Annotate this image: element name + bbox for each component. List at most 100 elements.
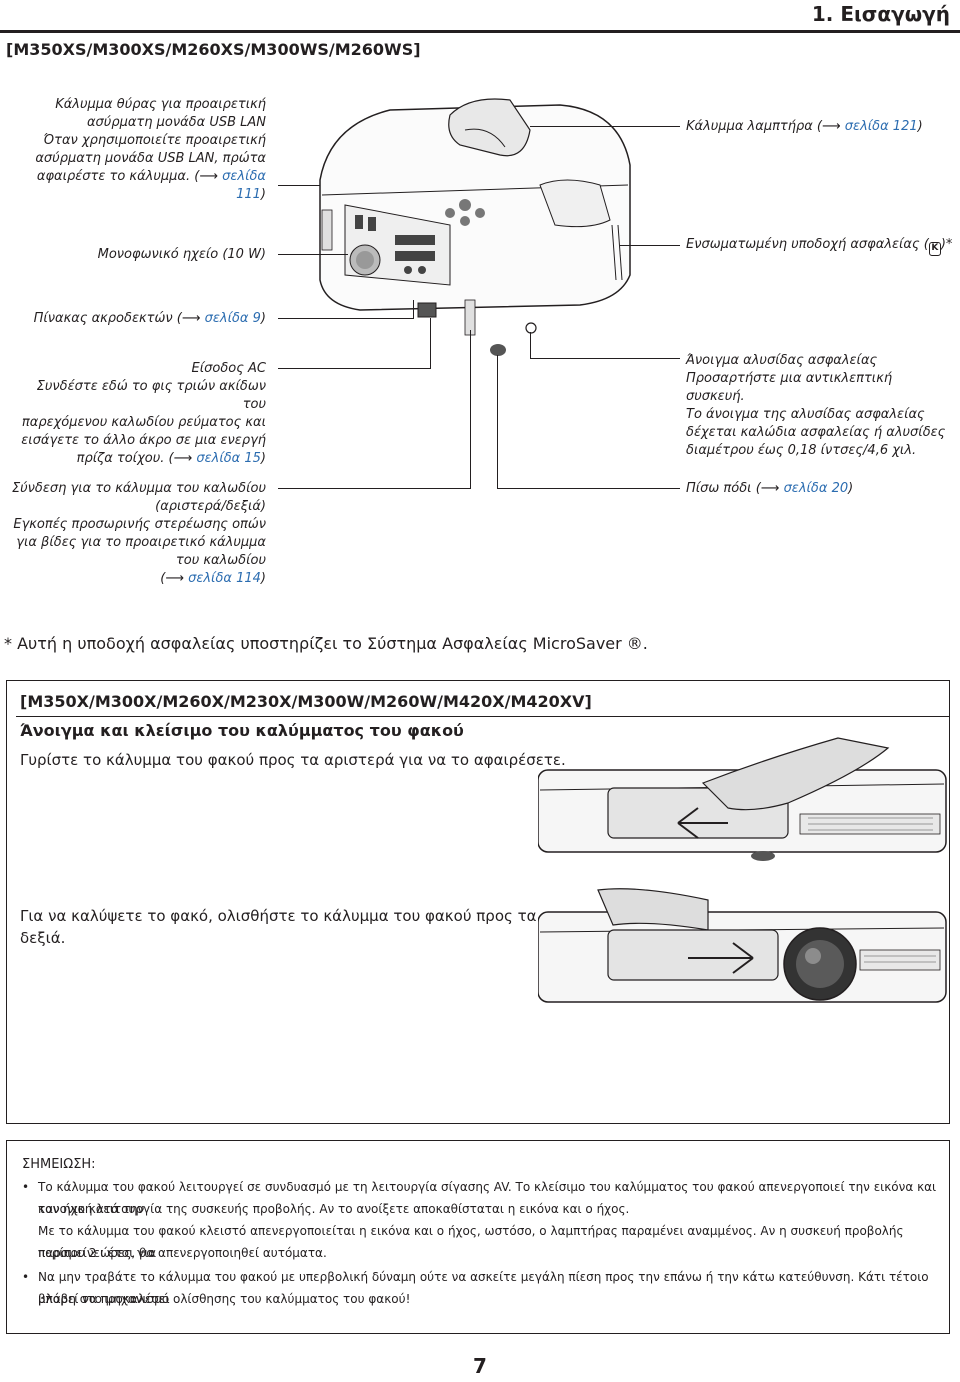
note-line: βλάβη στο μηχανισμό ολίσθησης του καλύμμ… xyxy=(38,1292,411,1306)
callout-line: αφαιρέστε το κάλυμμα. (⟶ σελίδα 111) xyxy=(10,168,266,204)
callout-text: ) xyxy=(917,119,923,134)
speaker-callout: Μονοφωνικό ηχείο (10 W) xyxy=(97,247,266,262)
callout-text: )* xyxy=(940,237,953,252)
page-ref-link[interactable]: σελίδα 114 xyxy=(188,571,261,586)
note-item: • Το κάλυμμα του φακού λειτουργεί σε συν… xyxy=(22,1176,938,1264)
callout-text: ) xyxy=(848,481,854,496)
lens-section-box xyxy=(6,680,950,1124)
note-title: ΣΗΜΕΙΩΣΗ: xyxy=(22,1157,96,1172)
callout-line: (⟶ σελίδα 114) xyxy=(10,570,266,588)
page-ref-link[interactable]: σελίδα 9 xyxy=(204,311,261,326)
callout-text: Κάλυμμα λαμπτήρα ( xyxy=(686,119,823,134)
callout-line: Σύνδεση για το κάλυμμα του καλωδίου xyxy=(11,481,266,496)
projector-rear-illustration xyxy=(319,98,631,356)
leader-line xyxy=(278,185,320,186)
leader-line xyxy=(497,355,498,489)
kensington-icon: K xyxy=(928,242,941,256)
lens-open-text: Γυρίστε το κάλυμμα του φακού προς τα αρι… xyxy=(20,751,566,769)
callout-line: παρεχόμενου καλωδίου ρεύματος και xyxy=(21,415,266,430)
note-line: κανονική λειτουργία της συσκευής προβολή… xyxy=(38,1202,630,1216)
page-ref-link[interactable]: σελίδα 20 xyxy=(783,481,849,496)
leader-line xyxy=(413,300,414,318)
text-line: Για να καλύψετε το φακό, ολισθήστε το κά… xyxy=(20,907,537,925)
arrow-icon: ⟶ xyxy=(181,311,205,326)
rear-foot-callout: Πίσω πόδι (⟶ σελίδα 20) xyxy=(686,480,956,498)
arrow-icon: ⟶ xyxy=(822,119,845,134)
terminal-panel-callout: Πίνακας ακροδεκτών (⟶ σελίδα 9) xyxy=(10,310,266,328)
leader-line xyxy=(497,488,680,489)
callout-line: ασύρματη μονάδα USB LAN xyxy=(86,115,266,130)
note-line: Το κάλυμμα του φακού λειτουργεί σε συνδυ… xyxy=(38,1180,937,1216)
leader-line xyxy=(530,332,531,359)
usb-cover-callout: Κάλυμμα θύρας για προαιρετική ασύρματη μ… xyxy=(10,96,266,204)
section-rule xyxy=(16,716,950,717)
callout-line: για βίδες για το προαιρετικό κάλυμμα xyxy=(16,535,266,550)
leader-line xyxy=(278,254,348,255)
callout-line: συσκευή. xyxy=(686,389,745,404)
note-box xyxy=(6,1140,950,1334)
bullet-icon: • xyxy=(22,1180,30,1194)
callout-text: ( xyxy=(160,571,166,586)
callout-line: πρίζα τοίχου. (⟶ σελίδα 15) xyxy=(10,450,266,468)
callout-line: (αριστερά/δεξιά) xyxy=(155,499,266,514)
callout-line: Κάλυμμα θύρας για προαιρετική xyxy=(55,97,266,112)
callout-text: ) xyxy=(260,311,266,326)
callout-line: δέχεται καλώδια ασφαλείας ή αλυσίδες xyxy=(686,425,946,440)
page-ref-link[interactable]: σελίδα 111 xyxy=(222,169,266,202)
callout-text: Πίσω πόδι ( xyxy=(686,481,761,496)
text-line: δεξιά. xyxy=(20,929,66,947)
bullet-icon: • xyxy=(22,1270,30,1284)
callout-line: ασύρματη μονάδα USB LAN, πρώτα xyxy=(35,151,266,166)
leader-line xyxy=(620,245,680,246)
callout-line: Όταν χρησιμοποιείτε προαιρετική xyxy=(43,133,266,148)
callout-text: Πίνακας ακροδεκτών ( xyxy=(33,311,182,326)
security-slot-callout: Ενσωματωμένη υποδοχή ασφαλείας (K)* xyxy=(686,236,958,256)
callout-line: εισάγετε το άλλο άκρο σε μια ενεργή xyxy=(21,433,266,448)
callout-line: του καλωδίου xyxy=(175,553,266,568)
note-line: περίπου 2 ώρες, θα απενεργοποιηθεί αυτόμ… xyxy=(38,1246,327,1260)
leader-line xyxy=(278,368,430,369)
leader-line xyxy=(530,126,680,127)
lens-section-model-title: [M350X/M300X/M260X/M230X/M300W/M260W/M42… xyxy=(20,692,592,711)
leader-line xyxy=(430,318,431,369)
arrow-icon: ⟶ xyxy=(199,169,223,184)
chain-opening-callout: Άνοιγμα αλυσίδας ασφαλείας Προσαρτήστε μ… xyxy=(686,352,956,460)
lens-close-text: Για να καλύψετε το φακό, ολισθήστε το κά… xyxy=(20,905,560,949)
arrow-icon: ⟶ xyxy=(165,571,189,586)
note-line: Να μην τραβάτε το κάλυμμα του φακού με υ… xyxy=(38,1270,929,1306)
chapter-title: 1. Εισαγωγή xyxy=(811,2,950,26)
lamp-cover-callout: Κάλυμμα λαμπτήρα (⟶ σελίδα 121) xyxy=(686,118,956,136)
page-ref-link[interactable]: σελίδα 121 xyxy=(844,119,918,134)
callout-line: Εγκοπές προσωρινής στερέωσης οπών xyxy=(13,517,266,532)
note-line: Με το κάλυμμα του φακού κλειστό απενεργο… xyxy=(38,1224,904,1260)
callout-line: Το άνοιγμα της αλυσίδας ασφαλείας xyxy=(686,407,925,422)
callout-text: αφαιρέστε το κάλυμμα. ( xyxy=(36,169,200,184)
leader-line xyxy=(278,488,470,489)
callout-text: ) xyxy=(260,187,266,202)
callout-line: Άνοιγμα αλυσίδας ασφαλείας xyxy=(686,353,878,368)
callout-line: Είσοδος AC xyxy=(191,361,266,376)
callout-line: Προσαρτήστε μια αντικλεπτική xyxy=(686,371,893,386)
callout-line: διαμέτρου έως 0,18 ίντσες/4,6 χιλ. xyxy=(686,443,917,458)
leader-line xyxy=(530,358,680,359)
callout-text: ) xyxy=(260,571,266,586)
callout-line: Συνδέστε εδώ το φις τριών ακίδων του xyxy=(36,379,266,412)
leader-line xyxy=(470,330,471,489)
lens-cover-open-illustration xyxy=(538,737,947,861)
ac-input-callout: Είσοδος AC Συνδέστε εδώ το φις τριών ακί… xyxy=(10,360,266,468)
callout-text: Ενσωματωμένη υποδοχή ασφαλείας ( xyxy=(686,237,929,252)
lens-cover-close-illustration xyxy=(538,888,947,1003)
page-number: 7 xyxy=(473,1354,487,1378)
security-footnote: * Αυτή η υποδοχή ασφαλείας υποστηρίζει τ… xyxy=(4,634,648,653)
callout-text: πρίζα τοίχου. ( xyxy=(76,451,174,466)
header-rule xyxy=(0,30,960,33)
cable-cover-callout: Σύνδεση για το κάλυμμα του καλωδίου (αρι… xyxy=(10,480,266,588)
arrow-icon: ⟶ xyxy=(760,481,784,496)
lens-section-subtitle: Άνοιγμα και κλείσιμο του καλύμματος του … xyxy=(20,721,464,740)
leader-line xyxy=(278,318,414,319)
callout-text: ) xyxy=(260,451,266,466)
arrow-icon: ⟶ xyxy=(173,451,197,466)
page-ref-link[interactable]: σελίδα 15 xyxy=(196,451,261,466)
note-item: • Να μην τραβάτε το κάλυμμα του φακού με… xyxy=(22,1266,938,1310)
model-title: [M350XS/M300XS/M260XS/M300WS/M260WS] xyxy=(6,40,421,59)
